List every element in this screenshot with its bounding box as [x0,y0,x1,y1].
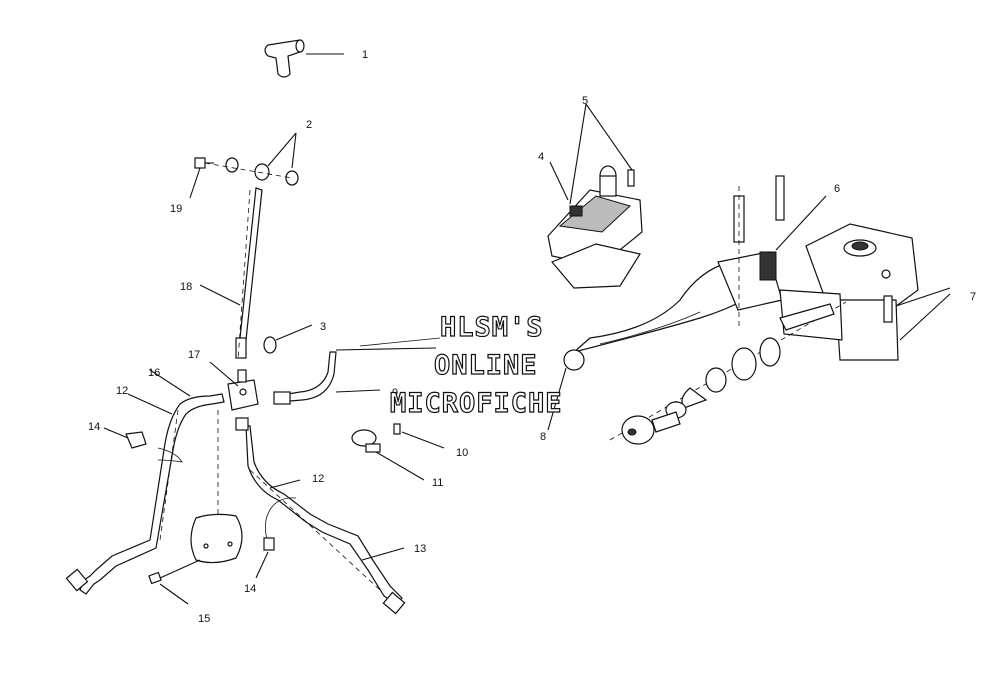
part-12-16-left-hose [65,369,225,595]
part-14-clip-left [103,427,147,449]
watermark: HLSM'S ONLINE MICROFICHE [389,311,563,419]
watermark-line-2: ONLINE [434,350,538,381]
callout-11: 11 [432,477,443,489]
callout-6: 6 [834,183,840,195]
part-4-5-reservoir-cover [547,103,643,289]
callout-15: 15 [198,613,210,625]
callout-4: 4 [538,151,544,163]
callout-10: 10 [456,447,468,459]
callout-3: 3 [320,321,326,333]
part-14-clip-right [255,497,297,579]
callout-labels: 1 2 3 4 5 6 7 8 9 10 11 12 12 13 14 14 1… [88,49,976,625]
callout-7: 7 [970,291,976,303]
callout-18: 18 [180,281,192,293]
part-9-brake-line [273,337,441,405]
piston-spring-assembly [609,301,847,445]
part-18-brake-hose [199,187,263,361]
part-1-tee-fitting [264,39,344,78]
callout-9: 9 [392,387,398,399]
callout-13: 13 [414,543,426,555]
part-15-cap [148,410,243,605]
part-3-fitting [263,324,313,354]
part-12-13-right-hose [235,417,406,615]
callout-12-right: 12 [312,473,324,485]
callout-1: 1 [362,49,368,61]
watermark-line-3: MICROFICHE [390,388,563,419]
callout-12-left: 12 [116,385,128,397]
callout-17: 17 [188,349,200,361]
callout-2: 2 [306,119,312,131]
callout-5: 5 [582,95,588,107]
callout-14-left: 14 [88,421,100,433]
callout-19: 19 [170,203,182,215]
part-10-11-clamp [351,423,445,481]
watermark-line-1: HLSM'S [440,312,544,343]
callout-16: 16 [148,367,160,379]
part-17-junction-block [209,361,259,411]
part-2-19-banjo-bolt-washers [189,132,299,199]
callout-14-right: 14 [244,583,256,595]
part-6-pivot-pins [733,175,827,330]
part-7-master-cylinder [779,223,951,361]
callout-8: 8 [540,431,546,443]
